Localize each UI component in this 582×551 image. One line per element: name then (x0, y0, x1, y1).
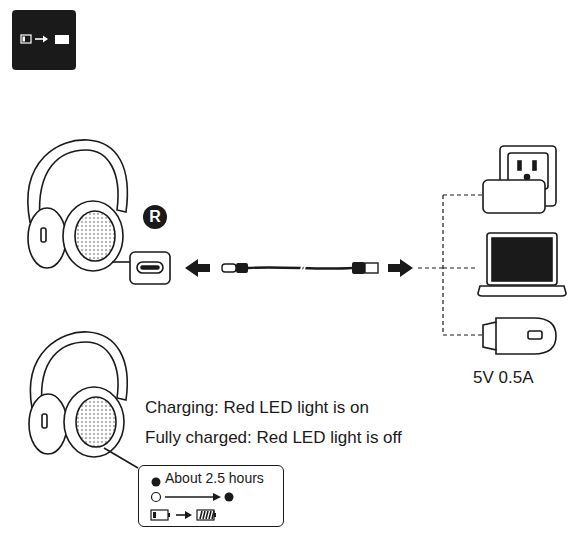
headphones (29, 332, 138, 468)
cable (185, 259, 413, 277)
callout-box: About 2.5 hours (138, 465, 284, 527)
headphones (28, 140, 130, 271)
status-text: Charging: Red LED light is on (145, 398, 369, 418)
charge-icon (12, 10, 76, 70)
node-text: R (149, 208, 161, 226)
usb-c-port (130, 252, 170, 284)
node-text: About 2.5 hours (165, 470, 264, 486)
laptop (478, 233, 566, 296)
rating-text: 5V 0.5A (473, 368, 534, 388)
callout-letter: R (143, 205, 167, 229)
status-text: Fully charged: Red LED light is off (145, 428, 402, 448)
wall-adapter (483, 146, 556, 213)
dashed-lines (418, 195, 483, 335)
car-charger (483, 318, 556, 354)
